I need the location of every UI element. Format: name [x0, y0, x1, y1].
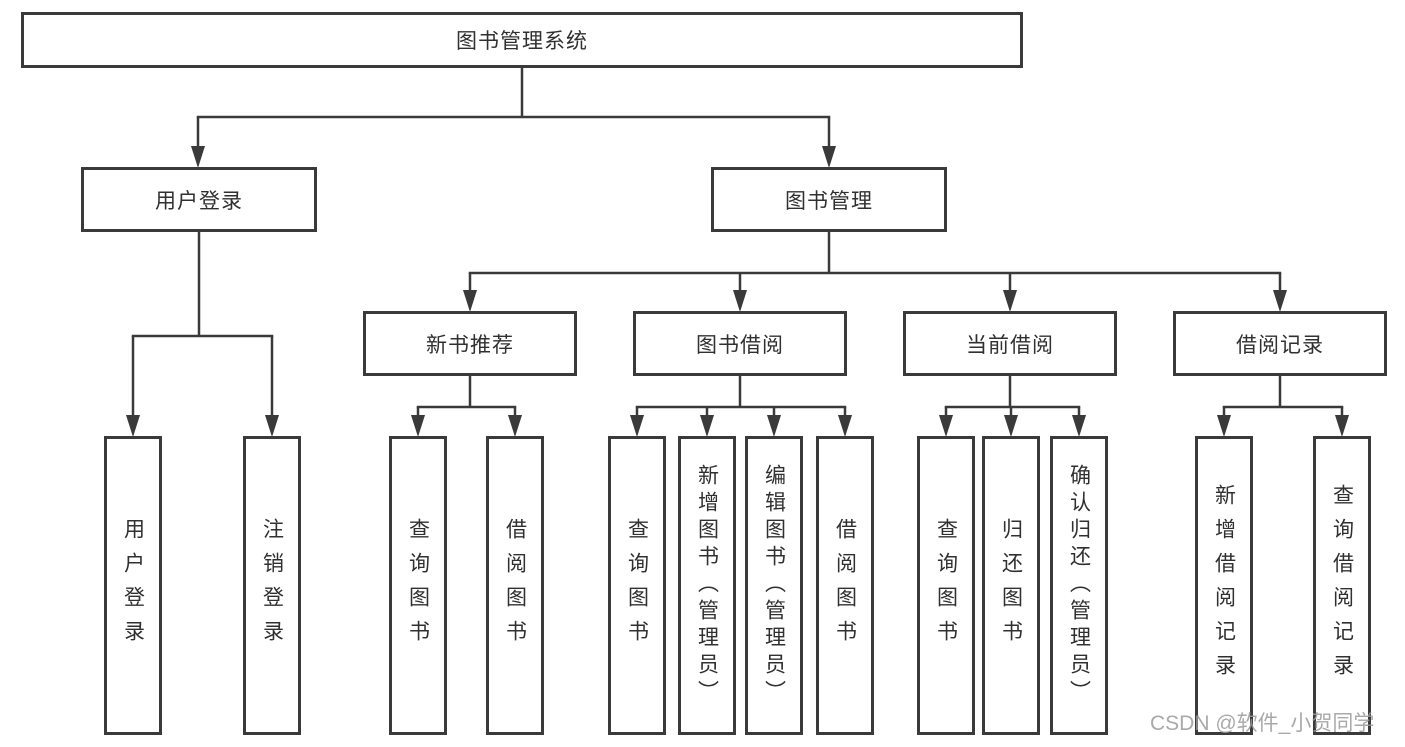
node-root-label: 图书管理系统: [456, 30, 588, 53]
node-borrowing-records-label: 借阅记录: [1236, 333, 1324, 357]
leaf-borrowing-query-books: 查询图书: [608, 436, 666, 735]
node-current-borrowing: 当前借阅: [903, 311, 1117, 376]
leaf-current-query-books-label: 查询图书: [934, 517, 958, 654]
node-current-borrowing-label: 当前借阅: [966, 333, 1054, 357]
leaf-current-query-books: 查询图书: [917, 436, 975, 735]
leaf-recommend-borrow-books: 借阅图书: [486, 436, 544, 735]
leaf-borrowing-borrow-books-label: 借阅图书: [833, 517, 857, 654]
leaf-edit-books-admin: 编辑图书（管理员）: [745, 436, 803, 735]
leaf-confirm-return-admin-label: 确认归还（管理员）: [1067, 464, 1091, 707]
node-book-borrowing: 图书借阅: [633, 311, 847, 376]
node-book-management-branch-label: 图书管理: [785, 189, 873, 213]
leaf-edit-books-admin-label: 编辑图书（管理员）: [762, 464, 786, 707]
leaf-query-borrow-record: 查询借阅记录: [1313, 436, 1371, 735]
node-new-book-recommendation-label: 新书推荐: [426, 333, 514, 357]
arrowheads: [126, 146, 1349, 437]
leaf-query-borrow-record-label: 查询借阅记录: [1330, 483, 1354, 688]
leaf-recommend-query-books: 查询图书: [389, 436, 447, 735]
leaf-logout: 注销登录: [243, 436, 301, 735]
leaf-logout-label: 注销登录: [260, 517, 284, 654]
leaf-user-login-label: 用户登录: [121, 517, 145, 654]
leaf-recommend-query-books-label: 查询图书: [406, 517, 430, 654]
node-user-login-branch-label: 用户登录: [155, 189, 243, 213]
leaf-borrowing-borrow-books: 借阅图书: [816, 436, 874, 735]
csdn-watermark: CSDN @软件_小贺同学: [1150, 712, 1375, 735]
leaf-user-login: 用户登录: [104, 436, 162, 735]
node-user-login-branch: 用户登录: [81, 167, 317, 232]
leaf-add-borrow-record-label: 新增借阅记录: [1212, 483, 1236, 688]
node-new-book-recommendation: 新书推荐: [363, 311, 577, 376]
leaf-confirm-return-admin: 确认归还（管理员）: [1050, 436, 1108, 735]
leaf-return-books-label: 归还图书: [999, 517, 1023, 654]
leaf-return-books: 归还图书: [982, 436, 1040, 735]
leaf-add-books-admin: 新增图书（管理员）: [678, 436, 736, 735]
leaf-borrowing-query-books-label: 查询图书: [625, 517, 649, 654]
node-book-management-branch: 图书管理: [711, 167, 947, 232]
node-borrowing-records: 借阅记录: [1173, 311, 1387, 376]
node-root-system: 图书管理系统: [21, 12, 1023, 68]
leaf-add-books-admin-label: 新增图书（管理员）: [695, 464, 719, 707]
leaf-add-borrow-record: 新增借阅记录: [1195, 436, 1253, 735]
leaf-recommend-borrow-books-label: 借阅图书: [503, 517, 527, 654]
node-book-borrowing-label: 图书借阅: [696, 333, 784, 357]
